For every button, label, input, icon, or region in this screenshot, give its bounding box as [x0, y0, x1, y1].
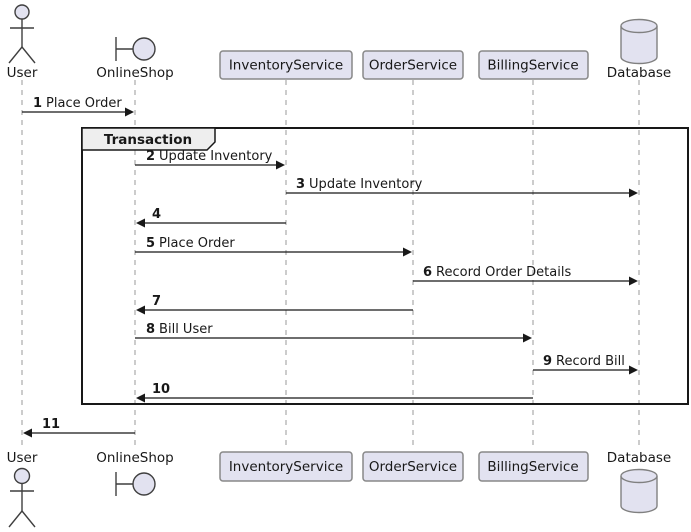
participant-label-onlineshop: OnlineShop	[96, 450, 174, 466]
participant-bottom-inventoryservice: InventoryService	[219, 451, 353, 482]
arrowhead-icon	[23, 428, 32, 438]
participant-bottom-billingservice: BillingService	[478, 451, 589, 482]
message-label: 7	[152, 294, 161, 309]
transaction-frame-border	[81, 127, 689, 405]
actor-stick-figure-icon	[14, 4, 30, 20]
participant-label-billingservice: BillingService	[487, 459, 578, 475]
participant-box	[219, 451, 353, 482]
participant-label-database: Database	[607, 450, 671, 466]
participant-box	[478, 451, 589, 482]
database-cylinder-icon	[620, 476, 658, 514]
arrowhead-icon	[136, 393, 145, 403]
participant-label-user: User	[7, 65, 38, 81]
participant-bottom-orderservice: OrderService	[362, 451, 464, 482]
participant-top-inventoryservice: InventoryService	[219, 50, 353, 80]
message-label: 10	[152, 382, 170, 397]
participant-box	[478, 50, 589, 80]
message-7: 7	[136, 294, 413, 315]
transaction-frame: Transaction	[81, 127, 689, 405]
participant-bottom-user: User	[7, 450, 38, 528]
participant-top-database: Database	[607, 18, 671, 81]
message-label: 4	[152, 207, 161, 222]
actor-stick-figure-icon	[13, 467, 31, 485]
participant-label-billingservice: BillingService	[487, 58, 578, 74]
participant-label-onlineshop: OnlineShop	[96, 65, 174, 81]
participant-label-inventoryservice: InventoryService	[229, 58, 343, 74]
arrowhead-icon	[629, 365, 638, 375]
participant-label-user: User	[7, 450, 38, 466]
arrowhead-icon	[125, 107, 134, 117]
participant-label-inventoryservice: InventoryService	[229, 459, 343, 475]
participant-top-billingservice: BillingService	[478, 50, 589, 80]
participant-box	[219, 50, 353, 80]
participant-box	[362, 451, 464, 482]
participant-top-user: User	[7, 4, 38, 81]
message-label: 11	[42, 417, 60, 432]
transaction-frame-title: Transaction	[104, 132, 192, 148]
participant-label-orderservice: OrderService	[369, 459, 457, 475]
database-cylinder-icon	[620, 26, 658, 65]
message-11: 11	[23, 417, 135, 438]
arrowhead-icon	[136, 305, 145, 315]
message-10: 10	[136, 382, 533, 403]
transaction-frame-label-pentagon	[81, 127, 216, 151]
participant-label-database: Database	[607, 65, 671, 81]
participant-box	[362, 50, 464, 80]
arrowhead-icon	[276, 160, 285, 170]
participant-bottom-database: Database	[607, 450, 671, 514]
arrowhead-icon	[403, 247, 412, 257]
arrowhead-icon	[136, 218, 145, 228]
participant-top-orderservice: OrderService	[362, 50, 464, 80]
participant-label-orderservice: OrderService	[369, 58, 457, 74]
participant-top-onlineshop: OnlineShop	[96, 37, 174, 81]
arrowhead-icon	[629, 276, 638, 286]
arrowhead-icon	[629, 188, 638, 198]
message-4: 4	[136, 207, 286, 228]
arrowhead-icon	[523, 333, 532, 343]
participant-bottom-onlineshop: OnlineShop	[96, 450, 174, 496]
